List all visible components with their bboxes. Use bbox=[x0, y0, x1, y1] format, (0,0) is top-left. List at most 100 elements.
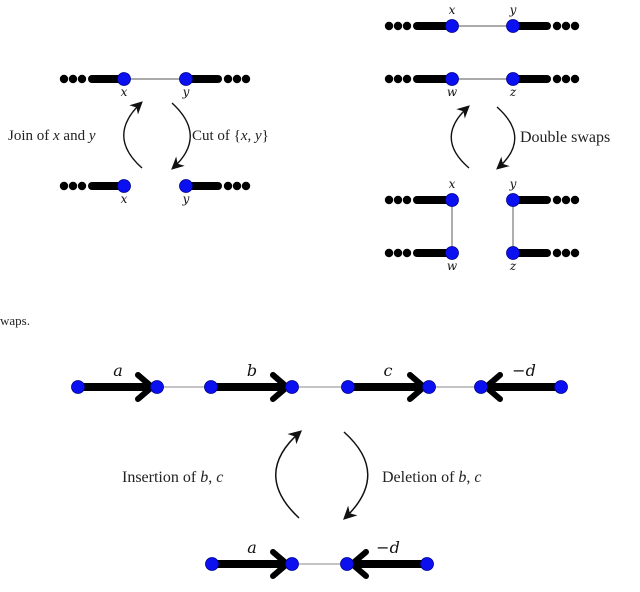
chain-dot bbox=[561, 74, 571, 84]
vertex-w bbox=[445, 246, 459, 260]
vertex-x bbox=[445, 19, 459, 33]
cut-arrow bbox=[171, 102, 191, 170]
vertex bbox=[341, 380, 355, 394]
vertex bbox=[71, 380, 85, 394]
swap-arrow-down bbox=[496, 106, 516, 170]
label-minus-d: −d bbox=[376, 538, 400, 557]
vertex-y bbox=[506, 193, 520, 207]
chain-dot bbox=[393, 74, 403, 84]
chain-dot bbox=[59, 74, 69, 84]
chain-row-xy: x y bbox=[384, 3, 580, 33]
chain-dot bbox=[393, 248, 403, 258]
vertex bbox=[340, 557, 354, 571]
label-x: x bbox=[449, 3, 456, 17]
insertion-label: Insertion of b, c bbox=[122, 469, 223, 486]
chain-dot bbox=[68, 181, 78, 191]
vertex bbox=[204, 380, 218, 394]
insertion-deletion-panel: a b c −d Insertion of b, c Deletion of b… bbox=[71, 361, 568, 579]
vertex-z bbox=[506, 246, 520, 260]
vertex bbox=[150, 380, 164, 394]
vertex bbox=[285, 557, 299, 571]
chain-dot bbox=[402, 195, 412, 205]
join-cut-panel: x y Join of x and y Cut of {x, y} x y bbox=[8, 72, 269, 206]
chain-dot bbox=[232, 181, 242, 191]
swapped-chains: x y w z bbox=[384, 177, 580, 273]
vertex-y bbox=[179, 179, 193, 193]
vertex-y bbox=[179, 72, 193, 86]
chain-dot bbox=[223, 74, 233, 84]
label-x: x bbox=[449, 177, 456, 191]
joined-chain: x y bbox=[59, 72, 251, 99]
chain-dot bbox=[393, 21, 403, 31]
chain-dot bbox=[561, 248, 571, 258]
chain-dot bbox=[552, 74, 562, 84]
chain-dot bbox=[402, 248, 412, 258]
insertion-arrow bbox=[275, 430, 303, 519]
double-swap-panel: x y w z Double swaps bbox=[384, 3, 610, 273]
label-y: y bbox=[182, 85, 190, 99]
chain-dot bbox=[561, 195, 571, 205]
label-a: a bbox=[113, 361, 123, 380]
chain-dot bbox=[570, 195, 580, 205]
label-x: x bbox=[121, 85, 128, 99]
chain-dot bbox=[223, 181, 233, 191]
chain-dot bbox=[393, 195, 403, 205]
label-w: w bbox=[447, 259, 458, 273]
vertex-x bbox=[117, 72, 131, 86]
vertex bbox=[205, 557, 219, 571]
label-z: z bbox=[509, 259, 517, 273]
chain-dot bbox=[561, 21, 571, 31]
label-a: a bbox=[247, 538, 257, 557]
chain-row-wz: w z bbox=[384, 72, 580, 99]
chain-dot bbox=[384, 195, 394, 205]
label-y: y bbox=[509, 3, 517, 17]
chain-dot bbox=[59, 181, 69, 191]
label-minus-d: −d bbox=[512, 361, 536, 380]
chain-dot bbox=[77, 181, 87, 191]
chain-dot bbox=[570, 74, 580, 84]
vertex-x bbox=[117, 179, 131, 193]
vertex bbox=[474, 380, 488, 394]
vertex-w bbox=[445, 72, 459, 86]
chain-dot bbox=[402, 21, 412, 31]
double-swaps-label: Double swaps bbox=[520, 129, 610, 146]
chain-dot bbox=[402, 74, 412, 84]
label-b: b bbox=[247, 361, 257, 380]
cut-chains: x y bbox=[59, 179, 251, 206]
deletion-label: Deletion of b, c bbox=[382, 469, 482, 486]
vertex bbox=[554, 380, 568, 394]
chain-abcd: a b c −d bbox=[71, 361, 568, 402]
cut-label: Cut of {x, y} bbox=[192, 128, 269, 144]
vertex bbox=[420, 557, 434, 571]
vertex-x bbox=[445, 193, 459, 207]
chain-dot bbox=[552, 21, 562, 31]
chain-dot bbox=[241, 74, 251, 84]
label-w: w bbox=[447, 85, 458, 99]
caption-fragment: waps. bbox=[0, 313, 30, 328]
label-y: y bbox=[509, 177, 517, 191]
vertex bbox=[285, 380, 299, 394]
chain-dot bbox=[552, 248, 562, 258]
chain-dot bbox=[384, 248, 394, 258]
chain-dot bbox=[384, 74, 394, 84]
chain-dot bbox=[232, 74, 242, 84]
chain-dot bbox=[384, 21, 394, 31]
chain-dot bbox=[241, 181, 251, 191]
vertex-y bbox=[506, 19, 520, 33]
swap-arrow-up bbox=[450, 105, 470, 169]
label-z: z bbox=[509, 85, 517, 99]
chain-dot bbox=[570, 21, 580, 31]
chain-dot bbox=[570, 248, 580, 258]
chain-dot bbox=[77, 74, 87, 84]
join-arrow bbox=[123, 101, 143, 169]
label-y: y bbox=[182, 192, 190, 206]
chain-dot bbox=[552, 195, 562, 205]
chain-dot bbox=[68, 74, 78, 84]
label-x: x bbox=[121, 192, 128, 206]
join-label: Join of x and y bbox=[8, 128, 96, 144]
deletion-arrow bbox=[343, 431, 369, 520]
vertex bbox=[422, 380, 436, 394]
vertex-z bbox=[506, 72, 520, 86]
chain-a-minus-d: a −d bbox=[205, 538, 434, 579]
